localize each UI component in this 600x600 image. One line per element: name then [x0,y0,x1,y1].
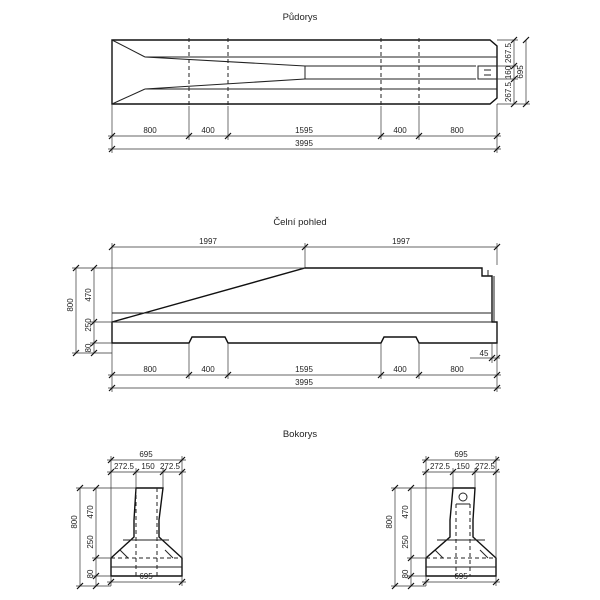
side-left-part-3: 272.5 [160,462,181,471]
plan-seg-3: 1595 [295,126,313,135]
side-right-dim-80: 80 [401,569,410,578]
plan-dim-right-bot: 267.5 [504,81,513,102]
front-seg-3: 1595 [295,365,313,374]
side-title: Bokorys [283,429,318,440]
side-left-dim-470: 470 [86,505,95,519]
side-right-outline [425,487,497,577]
plan-dim-right-total: 695 [516,65,525,79]
front-top-dimensions: 1997 1997 [108,237,501,322]
side-right-bottom: 695 [454,572,468,581]
plan-bottom-dimensions: 800 400 1595 400 800 3995 [108,104,501,153]
front-left-dimensions: 470 250 80 800 [66,264,305,357]
plan-seg-5: 800 [450,126,464,135]
front-seg-4: 400 [393,365,407,374]
side-right-dimensions: 695 272.5 150 272.5 470 250 80 800 695 [385,450,500,590]
side-left-part-1: 272.5 [114,462,135,471]
front-total: 3995 [295,378,313,387]
side-right-dim-250: 250 [401,535,410,549]
side-right-part-2: 150 [456,462,470,471]
side-right-dim-800: 800 [385,515,394,529]
plan-seg-2: 400 [201,126,215,135]
front-outline [111,267,498,344]
side-left-dim-800: 800 [70,515,79,529]
front-top-left: 1997 [199,237,217,246]
front-bottom-dimensions: 800 400 1595 400 800 3995 45 [108,343,501,392]
side-left-part-2: 150 [141,462,155,471]
front-dim-80: 80 [84,343,93,352]
plan-seg-1: 800 [143,126,157,135]
side-left-dim-250: 250 [86,535,95,549]
side-left-bottom: 695 [139,572,153,581]
plan-outline [111,38,498,106]
plan-dim-right-top: 267.5 [504,42,513,63]
side-left-dim-80: 80 [86,569,95,578]
front-title: Čelní pohled [273,217,326,228]
plan-dim-right-mid: 160 [504,65,513,79]
side-left-outline [110,487,183,577]
plan-total: 3995 [295,139,313,148]
front-top-right: 1997 [392,237,410,246]
front-dim-470: 470 [84,288,93,302]
side-right-part-1: 272.5 [430,462,451,471]
side-left-top-total: 695 [139,450,153,459]
front-dim-250: 250 [84,318,93,332]
side-right-part-3: 272.5 [475,462,496,471]
side-left-dimensions: 695 272.5 150 272.5 470 250 80 800 695 [70,450,186,590]
front-end-dim: 45 [480,349,489,358]
plan-title: Půdorys [283,12,318,23]
plan-right-dimensions: 267.5 160 267.5 695 [497,36,530,108]
plan-seg-4: 400 [393,126,407,135]
front-seg-2: 400 [201,365,215,374]
front-seg-1: 800 [143,365,157,374]
side-right-top-total: 695 [454,450,468,459]
front-dim-800: 800 [66,298,75,312]
front-seg-5: 800 [450,365,464,374]
side-right-dim-470: 470 [401,505,410,519]
